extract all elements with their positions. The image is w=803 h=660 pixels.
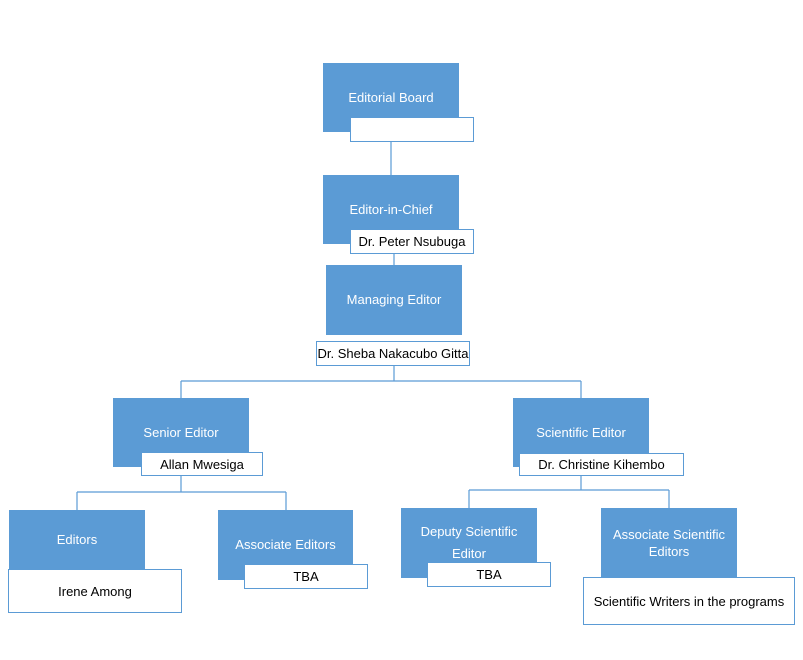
editorial-board-name-box <box>350 117 474 142</box>
associate-editors-name: TBA <box>293 569 319 584</box>
scientific-editor-title: Scientific Editor <box>536 424 626 440</box>
associate-editors-name-box: TBA <box>244 564 368 589</box>
deputy-scientific-editor-name: TBA <box>476 567 502 582</box>
associate-scientific-editors-name-box: Scientific Writers in the programs <box>583 577 795 625</box>
senior-editor-name-box: Allan Mwesiga <box>141 452 263 476</box>
editors-title: Editors <box>56 532 98 547</box>
senior-editor-title: Senior Editor <box>143 424 219 440</box>
associate-editors-title: Associate Editors <box>235 537 336 552</box>
editorial-board-title: Editorial Board <box>348 89 434 105</box>
associate-scientific-editors-name: Scientific Writers in the programs <box>593 593 785 609</box>
deputy-scientific-editor-name-box: TBA <box>427 562 551 587</box>
associate-scientific-editors-box: Associate Scientific Editors <box>601 508 737 578</box>
managing-editor-box: Managing Editor <box>326 265 462 335</box>
managing-editor-title: Managing Editor <box>346 292 442 307</box>
scientific-editor-name-box: Dr. Christine Kihembo <box>519 453 684 476</box>
editor-in-chief-name-box: Dr. Peter Nsubuga <box>350 229 474 254</box>
editors-name: Irene Among <box>58 583 132 599</box>
deputy-scientific-editor-title: Deputy Scientific Editor <box>420 524 518 561</box>
associate-scientific-editors-title: Associate Scientific Editors <box>613 527 725 559</box>
managing-editor-name: Dr. Sheba Nakacubo Gitta <box>317 346 469 361</box>
scientific-editor-name: Dr. Christine Kihembo <box>538 457 665 472</box>
senior-editor-name: Allan Mwesiga <box>160 456 244 472</box>
editors-box: Editors <box>9 510 145 570</box>
editor-in-chief-name: Dr. Peter Nsubuga <box>358 234 466 249</box>
managing-editor-name-box: Dr. Sheba Nakacubo Gitta <box>316 341 470 366</box>
editor-in-chief-title: Editor-in-Chief <box>349 201 433 217</box>
editors-name-box: Irene Among <box>8 569 182 613</box>
